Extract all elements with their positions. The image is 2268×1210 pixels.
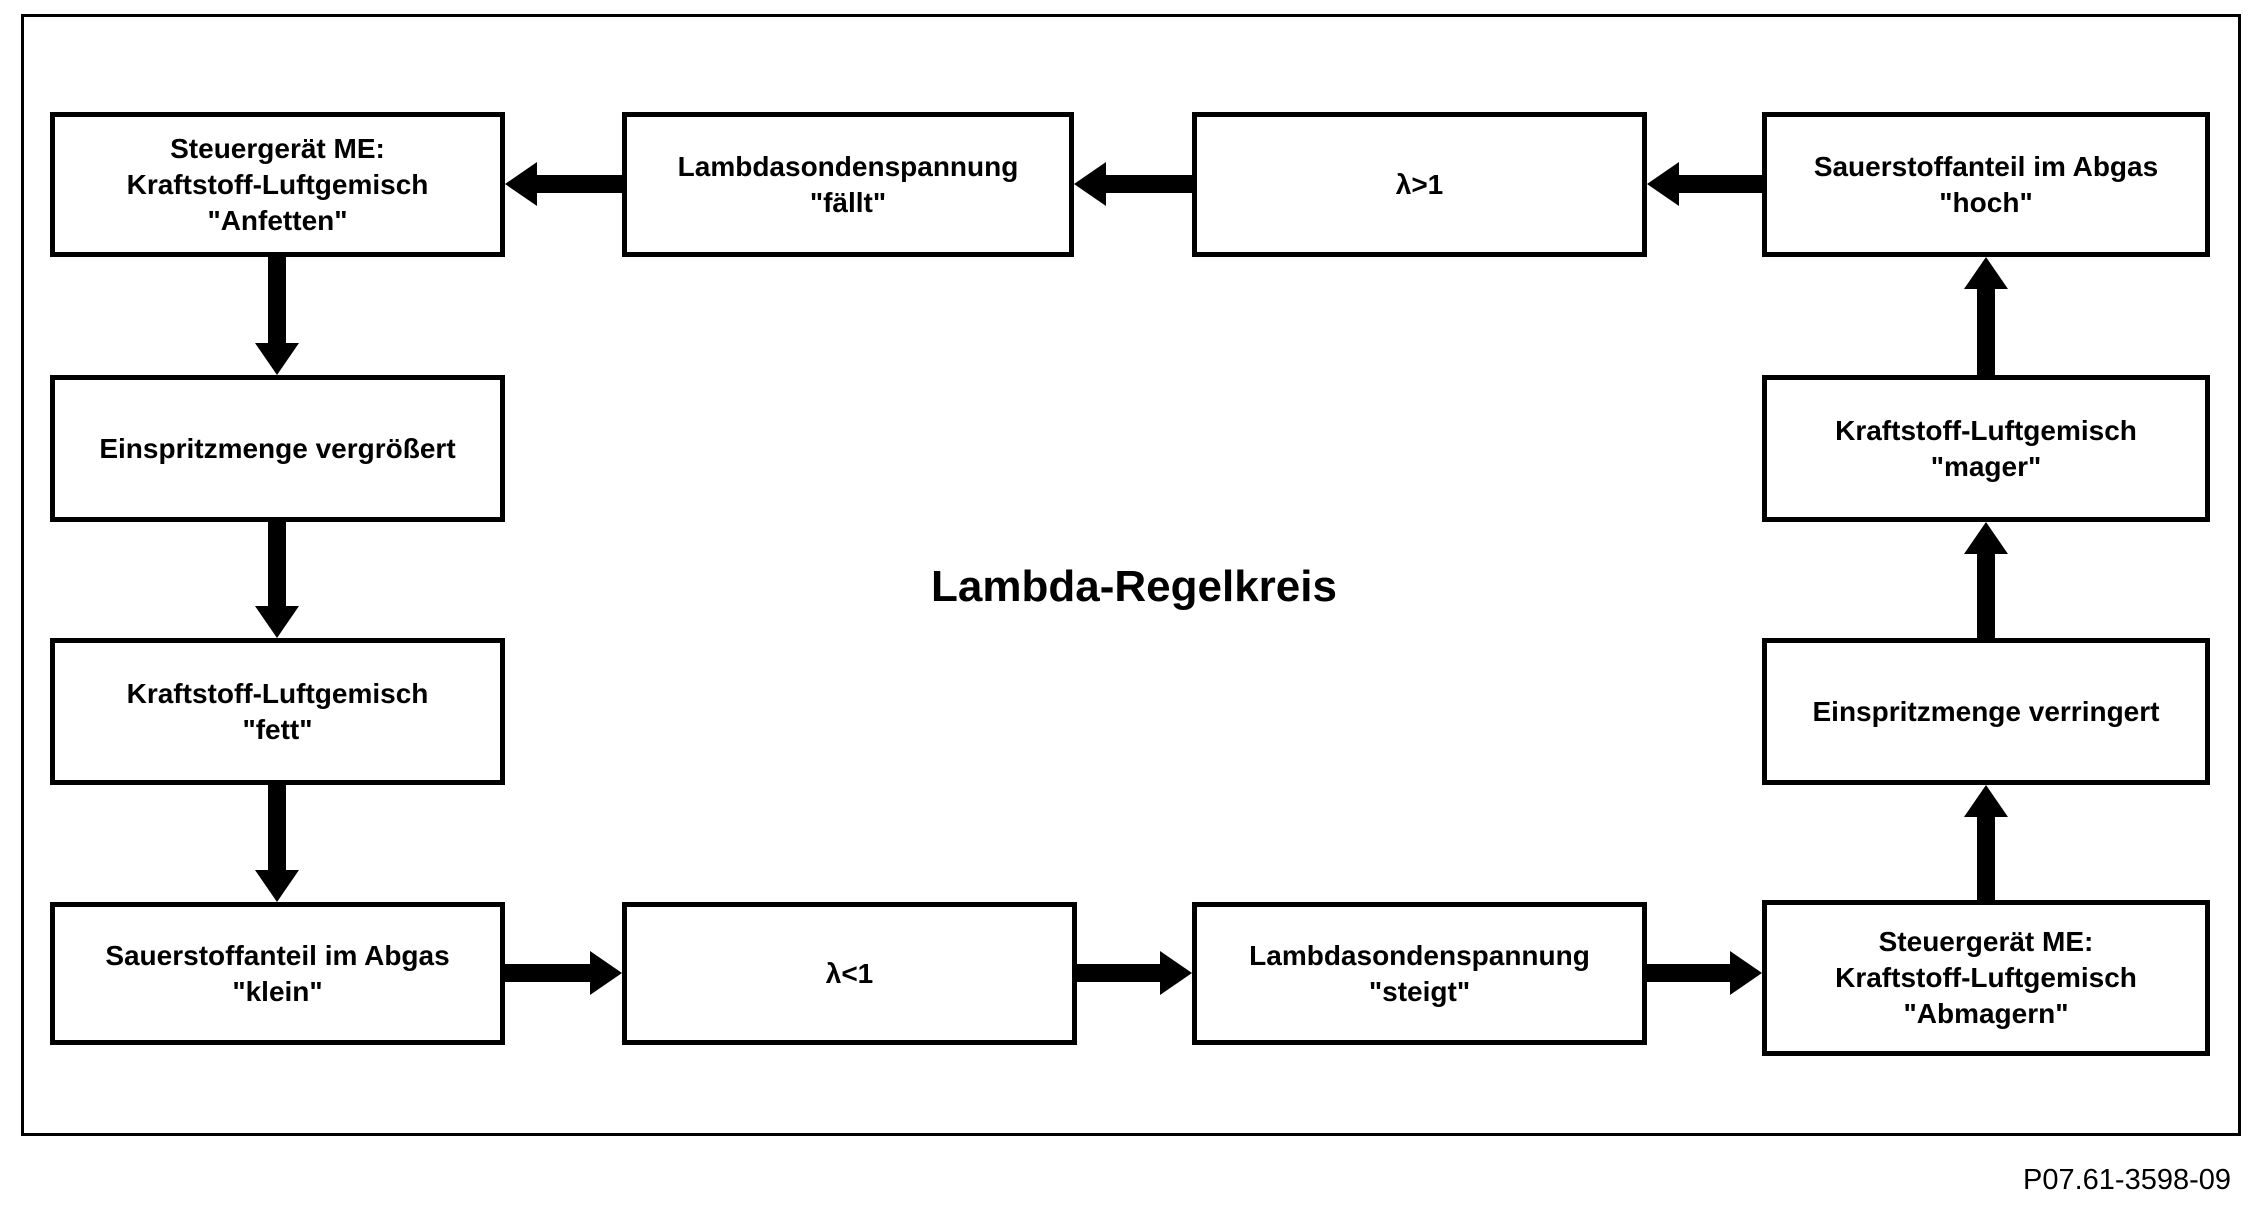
node-lambda-less-1: λ<1 [622,902,1077,1045]
arrow-shaft [268,257,286,351]
arrow-shaft [1977,809,1995,900]
arrow-head-right-icon [1730,951,1762,995]
node-label: Steuergerät ME: Kraftstoff-Luftgemisch "… [1835,926,2137,1029]
node-lambda-greater-1: λ>1 [1192,112,1647,257]
node-label: Kraftstoff-Luftgemisch "fett" [126,677,429,745]
arrow-shaft [268,522,286,614]
arrow-shaft [1977,546,1995,638]
node-oxygen-high: Sauerstoffanteil im Abgas "hoch" [1762,112,2210,257]
arrow-shaft [1077,964,1168,982]
arrow-shaft [1671,175,1762,193]
node-ecu-lean: Steuergerät ME: Kraftstoff-Luftgemisch "… [1762,900,2210,1056]
arrow-shaft [1977,281,1995,375]
arrow-shaft [268,785,286,878]
node-label: λ<1 [825,957,874,989]
arrow-shaft [505,964,598,982]
arrow-head-left-icon [505,162,537,206]
node-label: Lambdasondenspannung "fällt" [677,150,1019,218]
node-injection-increased: Einspritzmenge vergrößert [50,375,505,522]
figure-code: P07.61-3598-09 [2023,1164,2231,1196]
node-label: Sauerstoffanteil im Abgas "hoch" [1813,150,2159,218]
arrow-head-left-icon [1074,162,1106,206]
arrow-head-right-icon [1160,951,1192,995]
arrow-head-right-icon [590,951,622,995]
node-oxygen-low: Sauerstoffanteil im Abgas "klein" [50,902,505,1045]
arrow-head-up-icon [1964,785,2008,817]
arrow-head-down-icon [255,606,299,638]
node-label: Steuergerät ME: Kraftstoff-Luftgemisch "… [126,132,429,236]
arrow-shaft [1647,964,1738,982]
node-label: Einspritzmenge verringert [1812,695,2160,727]
diagram-title: Lambda-Regelkreis [931,562,1337,611]
node-lambda-voltage-falls: Lambdasondenspannung "fällt" [622,112,1074,257]
arrow-shaft [1098,175,1192,193]
arrow-shaft [529,175,622,193]
node-label: Lambdasondenspannung "steigt" [1249,939,1590,1007]
node-mixture-rich: Kraftstoff-Luftgemisch "fett" [50,638,505,785]
node-lambda-voltage-rises: Lambdasondenspannung "steigt" [1192,902,1647,1045]
node-injection-reduced: Einspritzmenge verringert [1762,638,2210,785]
node-label: Sauerstoffanteil im Abgas "klein" [105,939,450,1007]
node-mixture-lean: Kraftstoff-Luftgemisch "mager" [1762,375,2210,522]
arrow-head-left-icon [1647,162,1679,206]
arrow-head-up-icon [1964,522,2008,554]
arrow-head-up-icon [1964,257,2008,289]
node-label: λ>1 [1395,168,1444,200]
arrow-head-down-icon [255,870,299,902]
node-label: Einspritzmenge vergrößert [99,432,456,464]
arrow-head-down-icon [255,343,299,375]
node-ecu-enrich: Steuergerät ME: Kraftstoff-Luftgemisch "… [50,112,505,257]
node-label: Kraftstoff-Luftgemisch "mager" [1835,414,2137,482]
